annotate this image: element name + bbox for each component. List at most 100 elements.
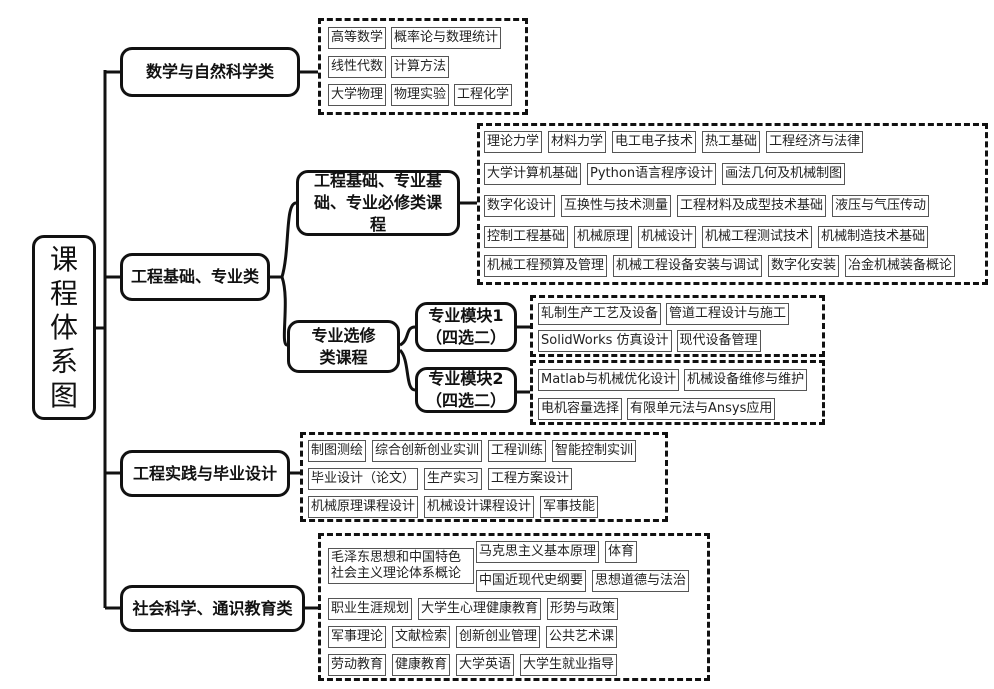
course-row: 数字化设计互换性与技术测量工程材料及成型技术基础液压与气压传动 [484, 195, 930, 217]
course-row: 线性代数计算方法 [328, 56, 450, 78]
course-row: Matlab与机械优化设计机械设备维修与维护 [538, 369, 808, 391]
node-module2: 专业模块2（四选二） [415, 367, 517, 413]
course-tag: 公共艺术课 [546, 626, 618, 648]
course-tag: 数字化设计 [484, 195, 556, 217]
course-tag: 轧制生产工艺及设备 [538, 303, 662, 325]
social-courses-group [318, 533, 710, 681]
course-row: 理论力学材料力学电工电子技术热工基础工程经济与法律 [484, 131, 864, 153]
course-tag: 形势与政策 [547, 598, 619, 620]
course-tag: 画法几何及机械制图 [722, 163, 846, 185]
course-tag: 计算方法 [391, 56, 450, 78]
category-eng: 工程基础、专业类 [120, 253, 270, 301]
category-practice: 工程实践与毕业设计 [120, 450, 290, 497]
course-tag: 马克思主义基本原理 [476, 541, 600, 563]
course-tag: 线性代数 [328, 56, 387, 78]
course-tag: 工程方案设计 [488, 468, 573, 490]
course-row: 中国近现代史纲要思想道德与法治 [476, 570, 690, 592]
course-tag: 大学物理 [328, 84, 387, 106]
course-tag: Matlab与机械优化设计 [538, 369, 680, 391]
course-row: 机械原理课程设计机械设计课程设计军事技能 [308, 496, 599, 518]
node-required: 工程基础、专业基础、专业必修类课程 [296, 170, 460, 236]
node-module1: 专业模块1（四选二） [415, 302, 517, 352]
course-tag: 毛泽东思想和中国特色社会主义理论体系概论 [328, 548, 474, 584]
course-tag: 文献检索 [392, 626, 451, 648]
course-tag: 职业生涯规划 [328, 598, 413, 620]
course-row: 机械工程预算及管理机械工程设备安装与调试数字化安装冶金机械装备概论 [484, 255, 956, 277]
course-tag: 大学英语 [456, 654, 515, 676]
course-tag: 毕业设计（论文） [308, 468, 419, 490]
course-tag: 电工电子技术 [612, 131, 697, 153]
course-tag: 大学生就业指导 [520, 654, 618, 676]
course-tag: 创新创业管理 [456, 626, 541, 648]
course-tag: 热工基础 [702, 131, 761, 153]
course-tag: 有限单元法与Ansys应用 [627, 398, 776, 420]
practice-courses-group [300, 432, 668, 522]
course-tag: 生产实习 [424, 468, 483, 490]
course-tag: 机械设计课程设计 [424, 496, 535, 518]
math-courses-group [318, 18, 528, 115]
node-elective: 专业选修类课程 [287, 320, 400, 373]
course-tag: 理论力学 [484, 131, 543, 153]
course-tag: 工程训练 [488, 440, 547, 462]
root-label: 课程体系图 [50, 242, 79, 412]
course-tag: 现代设备管理 [676, 330, 761, 352]
course-tag: 智能控制实训 [552, 440, 637, 462]
course-tag: 制图测绘 [308, 440, 367, 462]
course-tag: 材料力学 [548, 131, 607, 153]
course-tag: 机械工程设备安装与调试 [613, 255, 763, 277]
course-tag: 大学计算机基础 [484, 163, 582, 185]
course-row: 毕业设计（论文）生产实习工程方案设计 [308, 468, 573, 490]
category-social: 社会科学、通识教育类 [120, 585, 305, 632]
category-label: 数学与自然科学类 [145, 62, 274, 81]
course-tag: 控制工程基础 [484, 226, 569, 248]
required-courses-group [477, 123, 988, 285]
course-row: 大学物理物理实验工程化学 [328, 84, 513, 106]
course-tag: 思想道德与法治 [592, 570, 690, 592]
node-label: 专业选修类课程 [311, 325, 376, 367]
course-row: 马克思主义基本原理体育 [476, 541, 638, 563]
course-tag: 机械制造技术基础 [818, 226, 929, 248]
course-tag: 机械工程预算及管理 [484, 255, 608, 277]
category-math: 数学与自然科学类 [120, 47, 300, 97]
course-tag: 健康教育 [392, 654, 451, 676]
root-node: 课程体系图 [32, 235, 96, 420]
course-tag: 劳动教育 [328, 654, 387, 676]
course-row: 制图测绘综合创新创业实训工程训练智能控制实训 [308, 440, 637, 462]
course-tag: 机械设备维修与维护 [684, 369, 808, 391]
course-tag: 体育 [605, 541, 638, 563]
node-label: 专业模块2（四选二） [426, 369, 507, 410]
course-tag: 机械设计 [638, 226, 697, 248]
course-tag: 概率论与数理统计 [391, 27, 502, 49]
course-tag: 管道工程设计与施工 [666, 303, 790, 325]
course-tag: 工程材料及成型技术基础 [677, 195, 827, 217]
course-tag: 军事理论 [328, 626, 387, 648]
course-row: 职业生涯规划大学生心理健康教育形势与政策 [328, 598, 619, 620]
category-label: 工程基础、专业类 [130, 267, 259, 286]
module1-courses-group [530, 295, 825, 357]
course-tag: 机械原理课程设计 [308, 496, 419, 518]
node-label: 工程基础、专业基础、专业必修类课程 [313, 171, 442, 234]
course-tag: 中国近现代史纲要 [476, 570, 587, 592]
course-tag: 综合创新创业实训 [372, 440, 483, 462]
course-tag: 冶金机械装备概论 [845, 255, 956, 277]
course-row: 电机容量选择有限单元法与Ansys应用 [538, 398, 776, 420]
course-tag: 物理实验 [391, 84, 450, 106]
course-tag: 大学生心理健康教育 [418, 598, 542, 620]
course-tag: 机械工程测试技术 [702, 226, 813, 248]
category-label: 社会科学、通识教育类 [132, 598, 293, 618]
course-tag: 液压与气压传动 [832, 195, 930, 217]
course-row: 劳动教育健康教育大学英语大学生就业指导 [328, 654, 618, 676]
course-tag: 高等数学 [328, 27, 387, 49]
course-tag: SolidWorks 仿真设计 [538, 330, 672, 352]
module2-courses-group [530, 360, 825, 425]
course-row: 高等数学概率论与数理统计 [328, 27, 502, 49]
course-row: 控制工程基础机械原理机械设计机械工程测试技术机械制造技术基础 [484, 226, 929, 248]
course-tag: 工程经济与法律 [766, 131, 864, 153]
course-tag: 军事技能 [540, 496, 599, 518]
course-tag: 电机容量选择 [538, 398, 623, 420]
course-tag: 数字化安装 [768, 255, 840, 277]
category-label: 工程实践与毕业设计 [132, 463, 277, 483]
course-row: 军事理论文献检索创新创业管理公共艺术课 [328, 626, 618, 648]
course-tag: 机械原理 [574, 226, 633, 248]
